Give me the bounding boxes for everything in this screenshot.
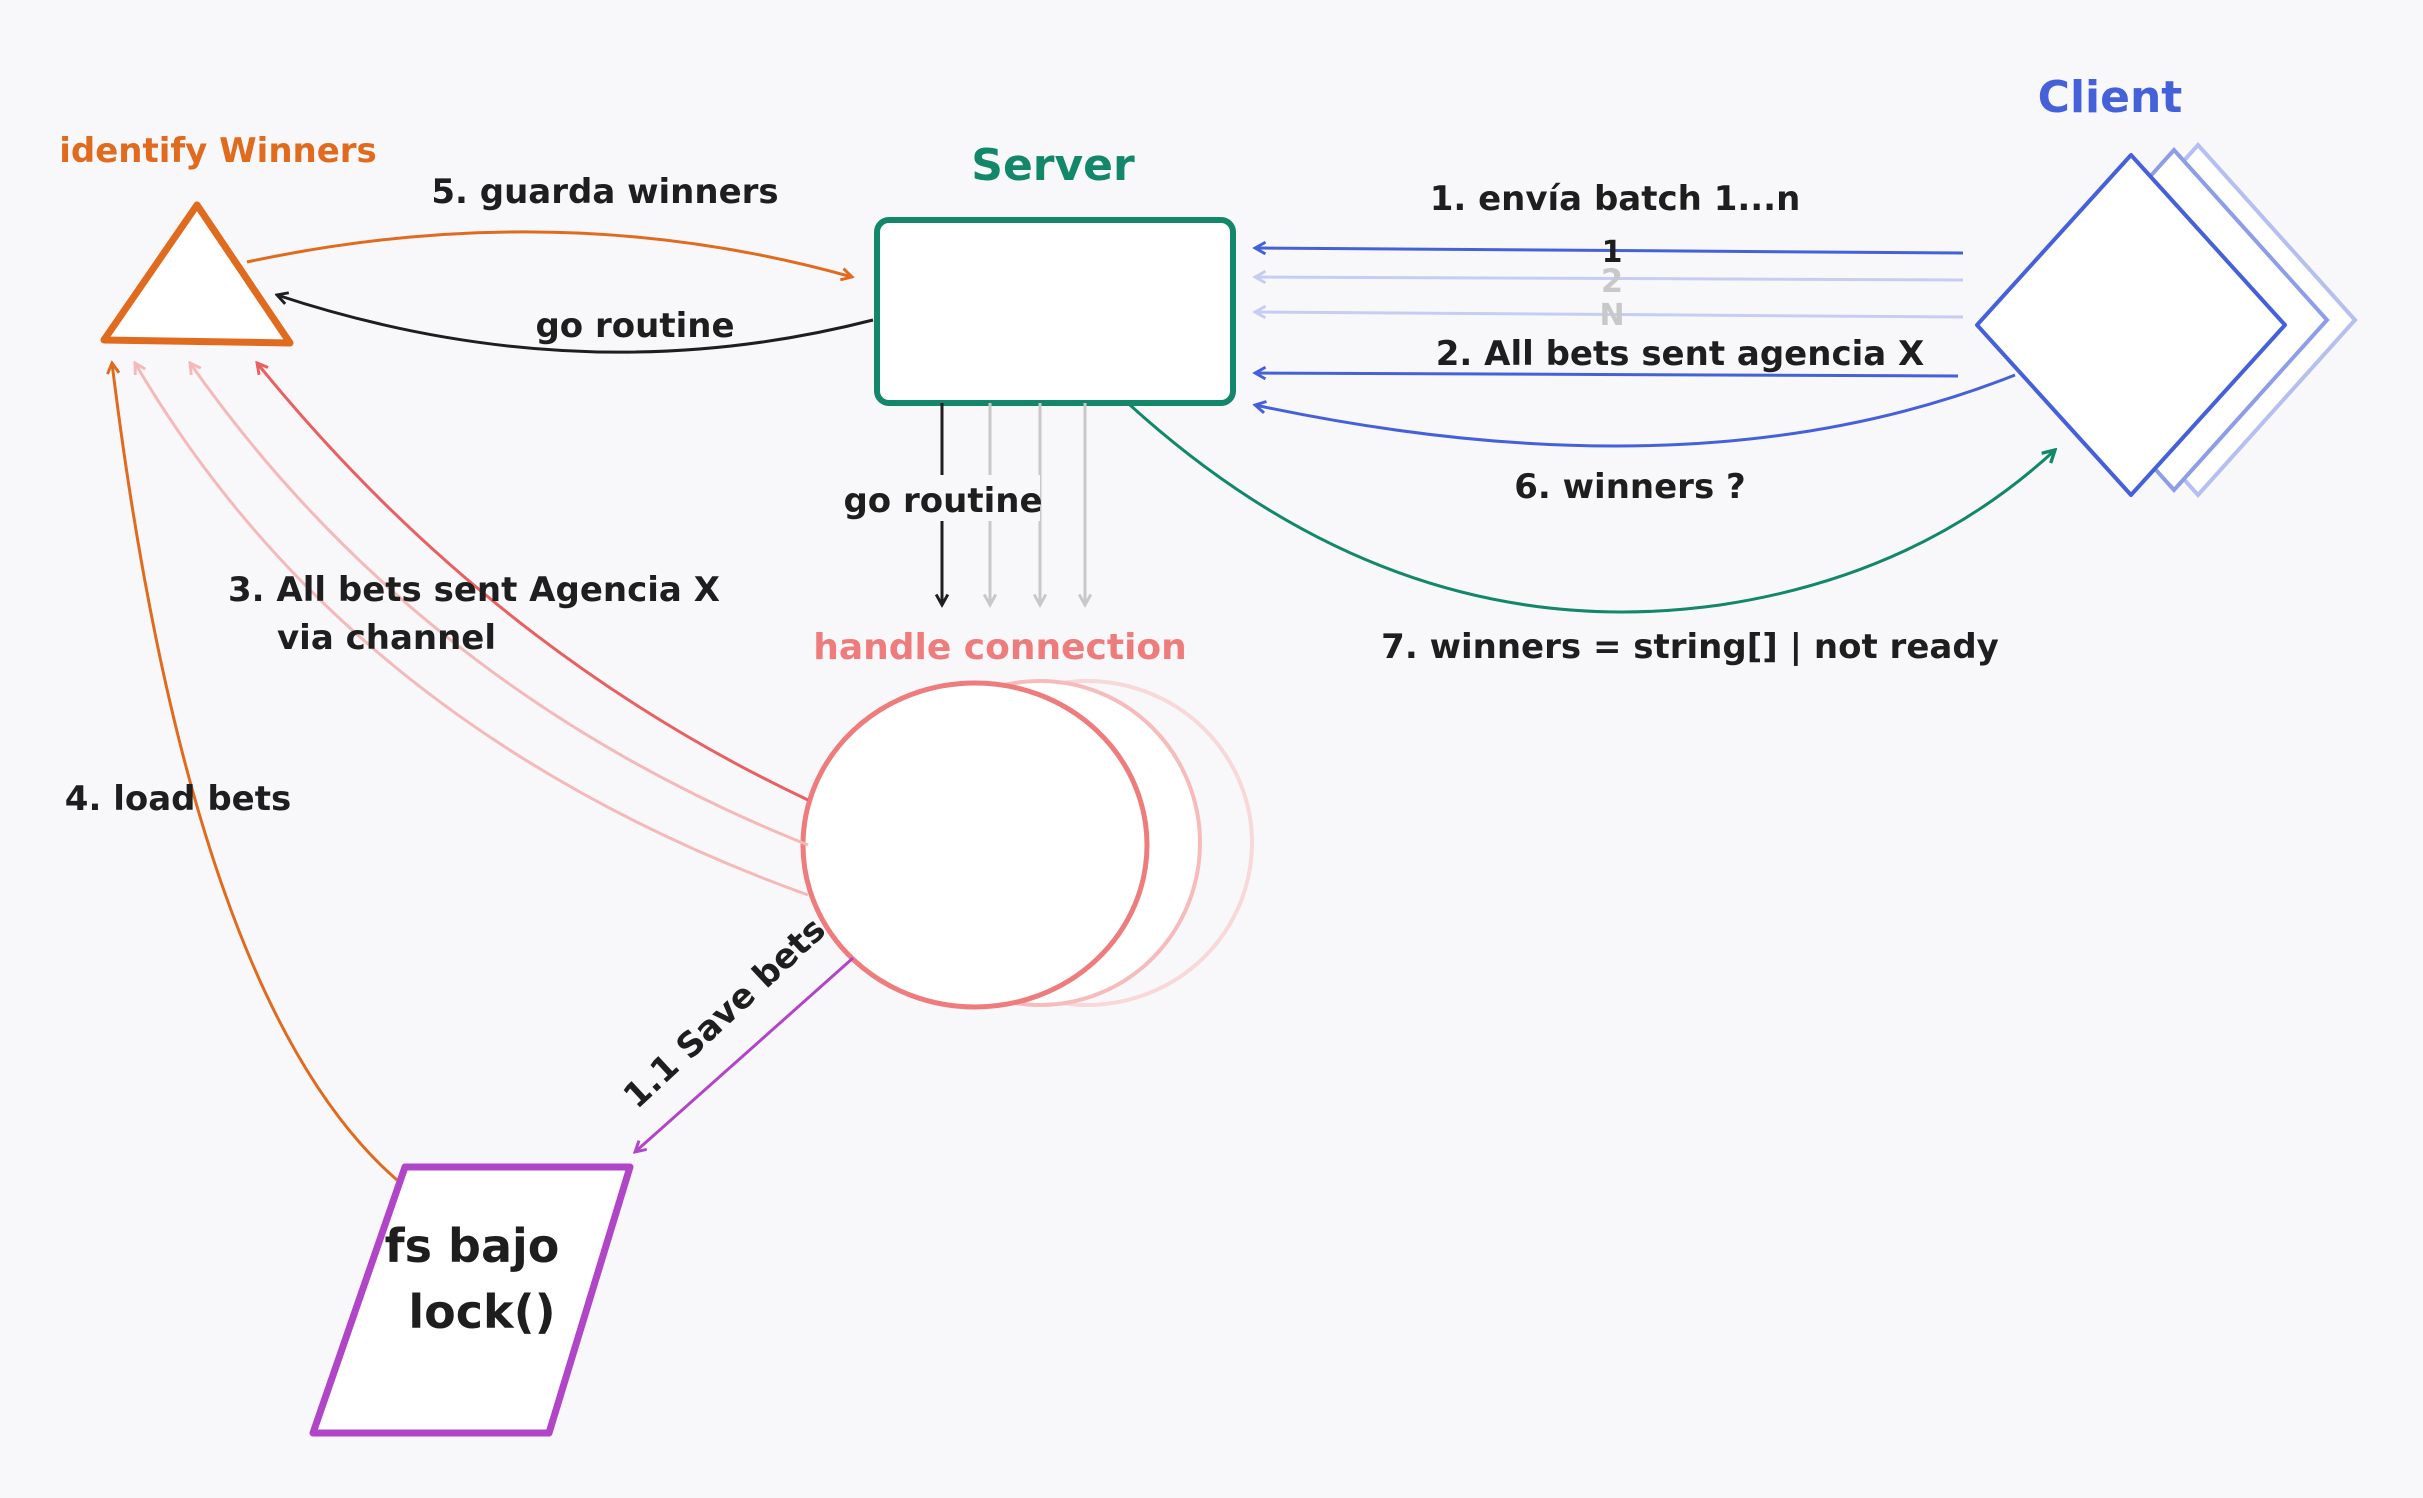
edge-send-batch[interactable]: 1. envía batch 1...n 1 2 N (1255, 179, 1964, 333)
client-node[interactable]: Client (1975, 72, 2358, 498)
batch-n-arrow[interactable] (1255, 312, 1964, 317)
ask-winners-label: 6. winners ? (1514, 467, 1746, 507)
all-bets-channel-arrow-2[interactable] (190, 363, 809, 847)
edge-go-routine-top[interactable]: go routine (277, 295, 874, 354)
batch-1-arrow[interactable] (1255, 248, 1964, 253)
edge-save-winners[interactable]: 5. guarda winners (246, 172, 852, 277)
server-node[interactable]: Server (874, 140, 1236, 406)
all-bets-channel-arrow-3[interactable] (135, 363, 809, 897)
filesystem-parallelogram[interactable] (309, 1163, 634, 1437)
go-routine-top-label: go routine (535, 306, 734, 346)
go-routine-mid-label: go routine (843, 481, 1042, 521)
edge-go-routine-mid[interactable]: go routine (843, 403, 1085, 605)
handle-connection-node[interactable]: handle connection (800, 627, 1254, 1010)
handle-connection-circle[interactable] (800, 680, 1150, 1010)
save-bets-label: 1.1 Save bets (616, 910, 834, 1117)
go-routine-mid-label-bg (845, 475, 1040, 521)
client-title: Client (2038, 72, 2183, 123)
batch-n-label: N (1599, 298, 1624, 333)
identify-winners-title: identify Winners (59, 131, 377, 171)
identify-winners-triangle[interactable] (100, 201, 294, 347)
server-box[interactable] (874, 217, 1236, 406)
edge-all-bets-channel[interactable]: 3. All bets sent Agencia X via channel (135, 363, 809, 897)
all-bets-channel-arrow-1[interactable] (257, 363, 809, 802)
ask-winners-arrow[interactable] (1255, 373, 2016, 448)
batch-2-label: 2 (1601, 262, 1623, 300)
send-batch-label: 1. envía batch 1...n (1430, 179, 1801, 219)
edge-all-bets-sent[interactable]: 2. All bets sent agencia X (1255, 334, 1959, 376)
load-bets-arrow[interactable] (112, 363, 398, 1182)
client-diamond[interactable] (1975, 153, 2287, 497)
filesystem-line1: fs bajo (385, 1219, 560, 1273)
save-winners-label: 5. guarda winners (431, 172, 778, 212)
all-bets-channel-label-2: via channel (277, 618, 496, 658)
batch-1-label: 1 (1602, 235, 1623, 270)
save-winners-arrow[interactable] (246, 230, 852, 277)
load-bets-label: 4. load bets (65, 779, 291, 819)
go-routine-top-arrow[interactable] (277, 295, 874, 354)
filesystem-line2: lock() (408, 1285, 555, 1339)
all-bets-sent-arrow[interactable] (1255, 373, 1959, 376)
filesystem-node[interactable]: fs bajo lock() (309, 1163, 634, 1437)
edge-winners-reply[interactable]: 7. winners = string[] | not ready (1128, 403, 2055, 667)
all-bets-sent-label: 2. All bets sent agencia X (1436, 334, 1925, 374)
edge-save-bets[interactable]: 1.1 Save bets (616, 910, 854, 1152)
edge-load-bets[interactable]: 4. load bets (65, 363, 398, 1182)
winners-reply-arrow[interactable] (1128, 403, 2055, 614)
identify-winners-node[interactable]: identify Winners (59, 131, 377, 347)
winners-reply-label: 7. winners = string[] | not ready (1381, 627, 1999, 667)
all-bets-channel-label-1: 3. All bets sent Agencia X (228, 570, 720, 610)
server-title: Server (971, 140, 1135, 191)
edge-ask-winners[interactable]: 6. winners ? (1255, 373, 2016, 507)
save-bets-arrow[interactable] (635, 956, 854, 1152)
handle-connection-title: handle connection (813, 627, 1187, 668)
batch-2-arrow[interactable] (1255, 277, 1964, 280)
